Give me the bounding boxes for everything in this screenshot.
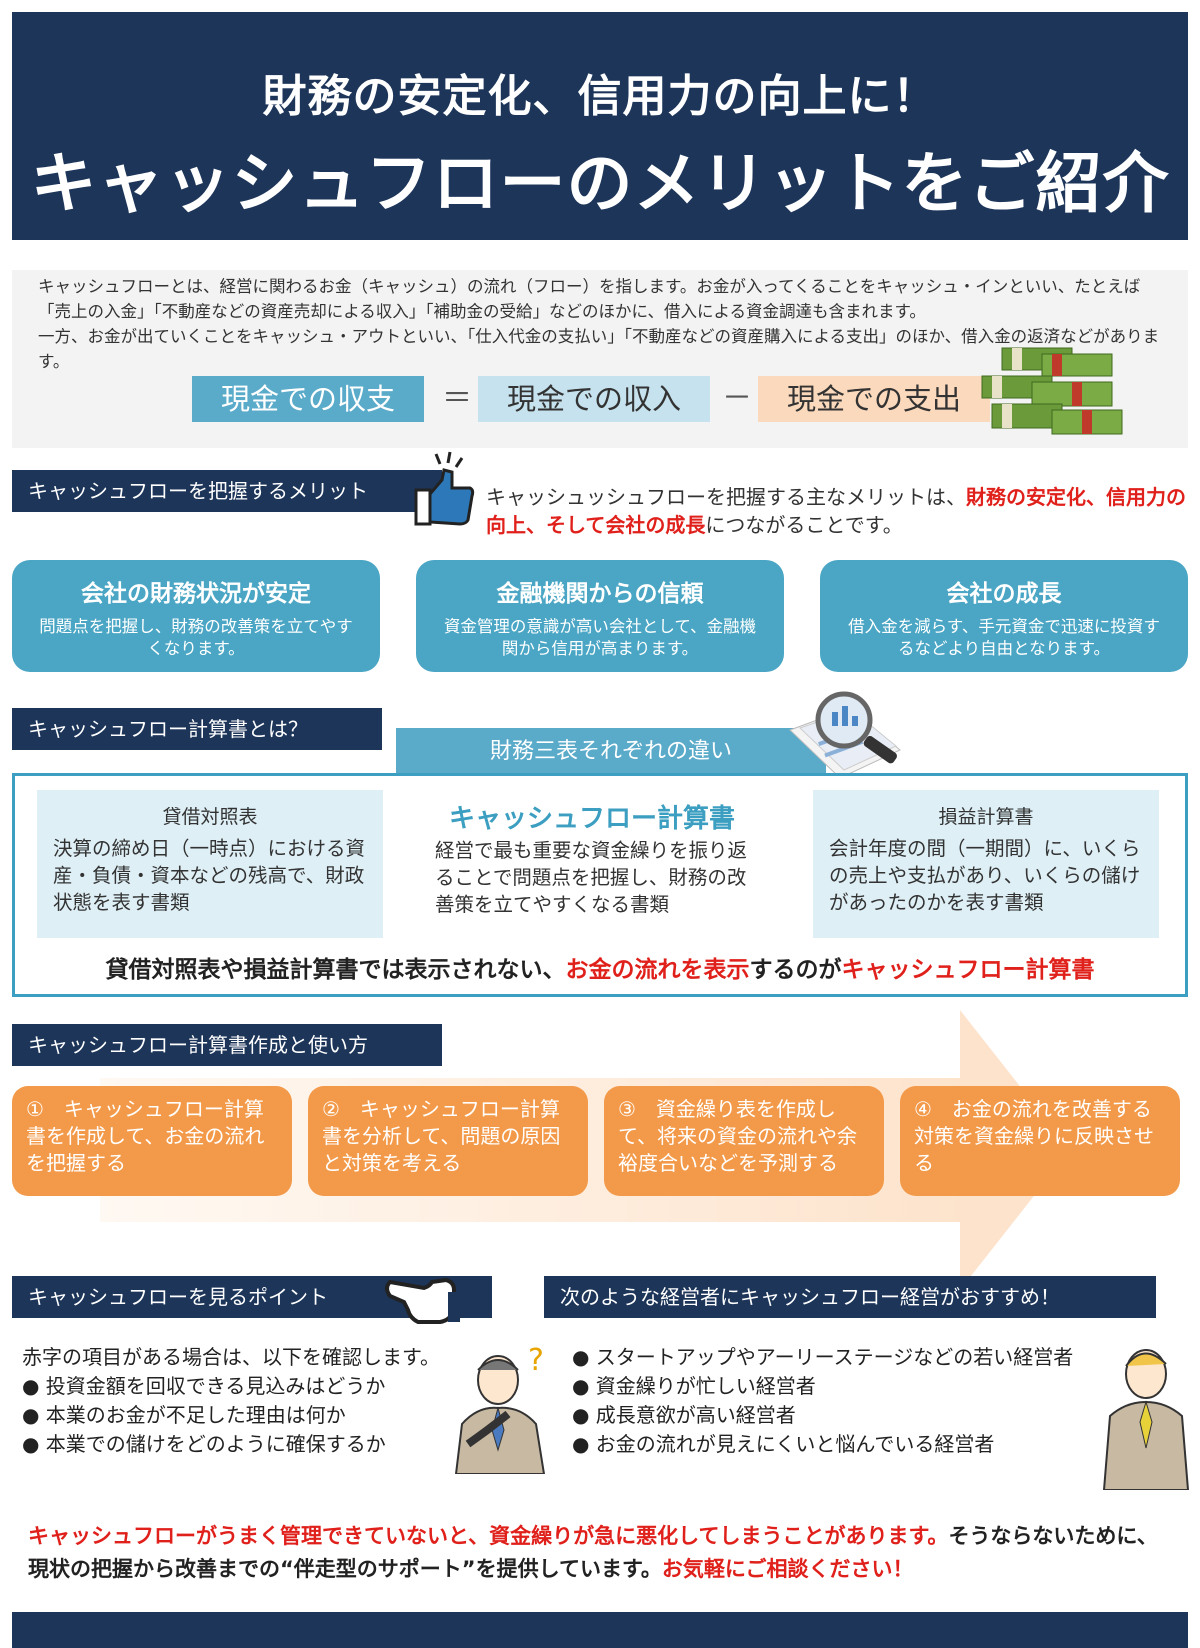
flow-step-4: ④ お金の流れを改善する対策を資金繰りに反映させる [900,1086,1180,1196]
statements-heading: キャッシュフロー計算書とは？ [12,708,382,750]
closing-part-1: キャッシュフローがうまく管理できていないと、資金繰りが急に悪化してしまうことがあ… [28,1524,949,1548]
formula-balance: 現金での収支 [192,376,424,422]
formula-equals: ＝ [442,381,472,416]
intro-text-2: 一方、お金が出ていくことをキャッシュ・アウトといい、「仕入代金の支払い」「不動産… [38,327,1160,371]
pointing-hand-icon [385,1277,460,1324]
statements-tab-label: 財務三表それぞれの違い [396,728,826,776]
intro-text-1: キャッシュフローとは、経営に関わるお金（キャッシュ）の流れ（フロー）を指します。… [38,277,1141,321]
merit-card-title: 会社の成長 [946,581,1062,607]
points-item: ● 本業のお金が不足した理由は何か [22,1403,346,1427]
recommend-item: ● 資金繰りが忙しい経営者 [572,1374,816,1398]
summary-part-d: キャッシュフロー計算書 [841,957,1095,983]
merit-desc-c: につながることです。 [705,513,903,537]
closing-part-3: お気軽にご相談ください！ [661,1557,914,1581]
merit-card-desc: 借入金を減らす、手元資金で迅速に投資するなどより自由となります。 [848,617,1160,658]
income-statement-title: 損益計算書 [938,806,1034,828]
merit-description: キャッシュッシュフローを把握する主なメリットは、財務の安定化、信用力の向上、そし… [486,483,1186,539]
flow-step-2: ② キャッシュフロー計算書を分析して、問題の原因と対策を考える [308,1086,588,1196]
flow-step-1: ① キャッシュフロー計算書を作成して、お金の流れを把握する [12,1086,292,1196]
recommend-list: ● スタートアップやアーリーステージなどの若い経営者 ● 資金繰りが忙しい経営者… [572,1343,1132,1459]
recommend-item: ● お金の流れが見えにくいと悩んでいる経営者 [572,1432,995,1456]
recommend-heading: 次のような経営者にキャッシュフロー経営がおすすめ！ [544,1276,1156,1318]
cashflow-statement-title: キャッシュフロー計算書 [448,804,735,834]
header-subtitle: 財務の安定化、信用力の向上に！ [262,71,938,122]
intro-section: キャッシュフローとは、経営に関わるお金（キャッシュ）の流れ（フロー）を指します。… [12,270,1188,448]
intro-text: キャッシュフローとは、経営に関わるお金（キャッシュ）の流れ（フロー）を指します。… [38,274,1168,374]
flow-heading: キャッシュフロー計算書作成と使い方 [12,1024,442,1066]
money-stack-icon [981,347,1123,435]
closing-message: キャッシュフローがうまく管理できていないと、資金繰りが急に悪化してしまうことがあ… [28,1520,1178,1586]
footer-bar [12,1612,1188,1648]
header-banner: 財務の安定化、信用力の向上に！ キャッシュフローのメリットをご紹介 [12,12,1188,240]
magnifier-document-icon [789,691,901,779]
closing-part-2: そうならないために、現状の把握から改善までの“伴走型のサポート”を提供しています… [28,1524,1158,1581]
income-statement-box: 損益計算書 会計年度の間（一期間）に、いくらの売上や支払があり、いくらの儲けがあ… [813,790,1159,938]
formula-minus: － [722,381,752,416]
balance-sheet-box: 貸借対照表 決算の締め日（一時点）における資産・負債・資本などの残高で、財政状態… [37,790,383,938]
flow-step-3: ③ 資金繰り表を作成して、将来の資金の流れや余裕度合いなどを予測する [604,1086,884,1196]
points-item: ● 投資金額を回収できる見込みはどうか [22,1374,386,1398]
recommend-item: ● 成長意欲が高い経営者 [572,1403,796,1427]
merit-heading: キャッシュフローを把握するメリット [12,470,442,512]
merit-card-desc: 問題点を把握し、財務の改善策を立てやすくなります。 [39,617,353,658]
header-title: キャッシュフローのメリットをご紹介 [30,145,1170,222]
points-intro: 赤字の項目がある場合は、以下を確認します。 [22,1345,440,1369]
income-statement-desc: 会計年度の間（一期間）に、いくらの売上や支払があり、いくらの儲けがあったのかを表… [829,837,1141,914]
formula-income: 現金での収入 [478,376,710,422]
merit-desc-highlight: 財務の安定化、信用力の向上、そして会社の成長 [486,485,1186,537]
merit-card-title: 会社の財務状況が安定 [81,581,311,607]
smiling-businessman-icon [1102,1349,1190,1490]
balance-sheet-title: 貸借対照表 [162,806,258,828]
statements-summary: 貸借対照表や損益計算書では表示されない、お金の流れを表示するのがキャッシュフロー… [15,950,1185,984]
merit-card-title: 金融機関からの信頼 [496,581,704,607]
thumbs-up-icon [414,451,475,526]
cashflow-statement-box: キャッシュフロー計算書 経営で最も重要な資金繰りを振り返ることで問題点を把握し、… [419,790,765,938]
cashflow-statement-desc: 経営で最も重要な資金繰りを振り返ることで問題点を把握し、財務の改善策を立てやすく… [435,839,748,916]
recommend-item: ● スタートアップやアーリーステージなどの若い経営者 [572,1345,1074,1369]
points-list: 赤字の項目がある場合は、以下を確認します。 ● 投資金額を回収できる見込みはどう… [22,1343,492,1459]
balance-sheet-desc: 決算の締め日（一時点）における資産・負債・資本などの残高で、財政状態を表す書類 [53,837,366,914]
summary-part-c: するのが [749,957,842,983]
points-item: ● 本業での儲けをどのように確保するか [22,1432,386,1456]
svg-text:?: ? [528,1343,544,1378]
merit-card-stability: 会社の財務状況が安定 問題点を把握し、財務の改善策を立てやすくなります。 [12,560,380,672]
summary-part-a: 貸借対照表や損益計算書では表示されない、 [105,957,566,983]
thinking-businessman-icon: ? [454,1343,546,1474]
summary-part-b: お金の流れを表示 [565,957,750,983]
formula-expense: 現金での支出 [758,376,990,422]
merit-card-growth: 会社の成長 借入金を減らす、手元資金で迅速に投資するなどより自由となります。 [820,560,1188,672]
statements-frame: 貸借対照表 決算の締め日（一時点）における資産・負債・資本などの残高で、財政状態… [12,773,1188,997]
merit-card-trust: 金融機関からの信頼 資金管理の意識が高い会社として、金融機関から信用が高まります… [416,560,784,672]
merit-card-desc: 資金管理の意識が高い会社として、金融機関から信用が高まります。 [443,617,757,658]
merit-desc-a: キャッシュッシュフローを把握する主なメリットは、 [486,485,966,509]
